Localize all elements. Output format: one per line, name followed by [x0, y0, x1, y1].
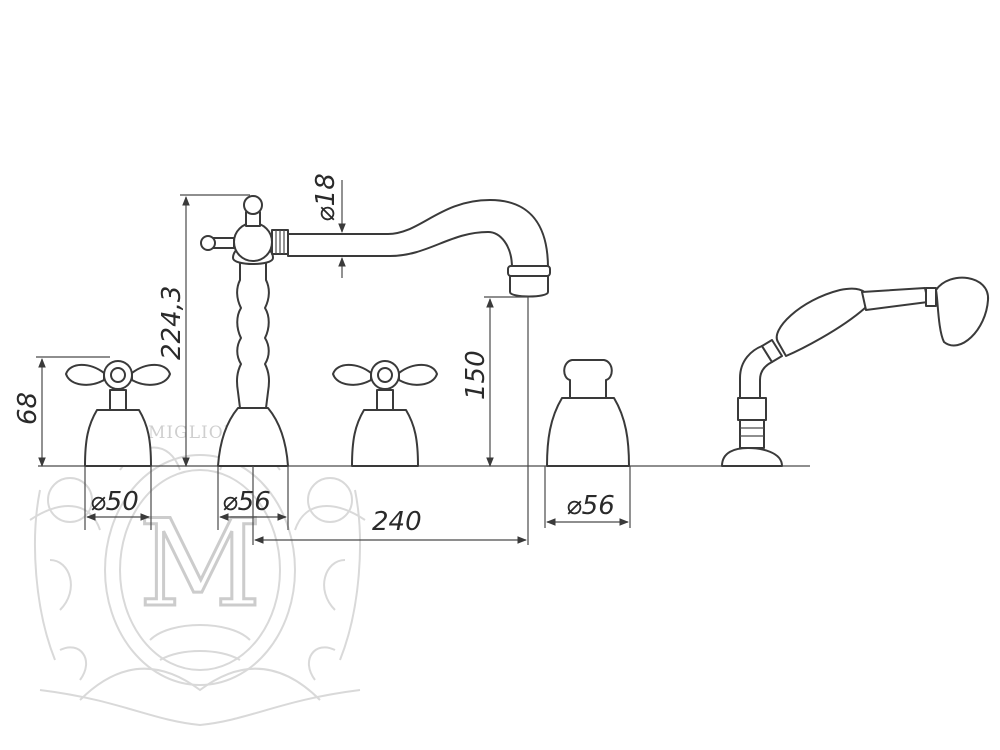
- dimension-lines: [36, 180, 631, 545]
- spout-assembly: [200, 195, 551, 467]
- dim-spout-reach: 240: [372, 507, 422, 537]
- dim-spout-height: 150: [461, 350, 491, 400]
- watermark-logo: MIGLIORE M: [29, 423, 366, 727]
- dim-diverter-base-diameter: ⌀56: [566, 491, 615, 521]
- dim-total-height: 224,3: [157, 286, 187, 360]
- left-cross-handle: [65, 360, 171, 467]
- diverter-knob: [546, 359, 630, 467]
- hand-shower: [721, 276, 990, 467]
- dim-spout-base-diameter: ⌀56: [222, 487, 271, 517]
- right-cross-handle: [332, 360, 438, 467]
- dim-handle-base-diameter: ⌀50: [90, 487, 139, 517]
- dim-handle-height: 68: [13, 392, 43, 425]
- dim-spout-diameter: ⌀18: [311, 173, 341, 222]
